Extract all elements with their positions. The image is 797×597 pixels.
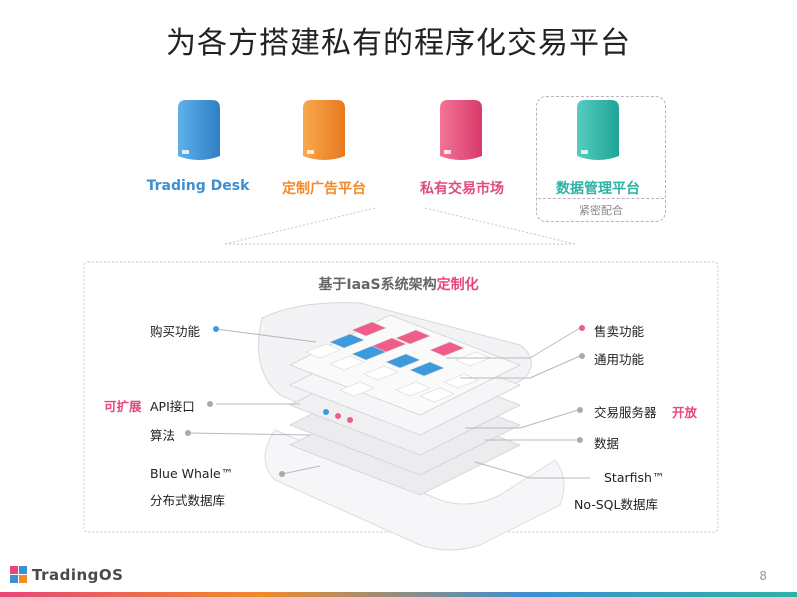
logo-icon: [10, 566, 27, 583]
sell-dot: [579, 325, 585, 331]
server-icon-teal: [577, 100, 619, 160]
label-sell: 售卖功能: [594, 324, 645, 339]
left-connectors: [189, 328, 321, 475]
footer-bar: [0, 592, 797, 597]
algo-dot: [185, 430, 191, 436]
label-bluewhale: Blue Whale™: [150, 466, 234, 481]
server-icon-orange: [303, 100, 345, 160]
section-title-highlight: 定制化: [436, 277, 479, 293]
label-bluewhale-db: 分布式数据库: [150, 493, 226, 508]
common-dot: [579, 353, 585, 359]
product-label-custom-ad: 定制广告平台: [282, 181, 366, 197]
dmp-note: 紧密配合: [579, 204, 623, 217]
product-label-private-market: 私有交易市场: [420, 181, 504, 197]
data-dot: [577, 437, 583, 443]
label-starfish: Starfish™: [604, 470, 665, 485]
label-buy: 购买功能: [150, 324, 201, 339]
label-starfish-db: No-SQL数据库: [574, 497, 658, 512]
page-title: 为各方搭建私有的程序化交易平台: [166, 26, 631, 61]
section-title-main: 基于IaaS系统架构: [318, 277, 437, 293]
product-label-trading-desk: Trading Desk: [146, 178, 250, 194]
server-dot: [577, 407, 583, 413]
label-api: API接口: [150, 399, 195, 414]
label-extendable: 可扩展: [104, 399, 142, 414]
dmp-divider: [538, 198, 664, 199]
label-common: 通用功能: [594, 352, 645, 367]
label-open: 开放: [672, 405, 698, 420]
page-number: 8: [759, 569, 767, 583]
platform-illustration: [258, 302, 565, 551]
product-label-dmp: 数据管理平台: [556, 181, 640, 197]
logo-text: TradingOS: [32, 566, 124, 584]
funnel-lines: [224, 207, 576, 245]
api-dot: [207, 401, 213, 407]
bluewhale-dot: [279, 471, 285, 477]
server-icon-pink: [440, 100, 482, 160]
buy-dot: [213, 326, 219, 332]
dmp-box: [536, 96, 666, 222]
label-data: 数据: [594, 436, 620, 451]
label-algo: 算法: [150, 428, 176, 443]
section-title: 基于IaaS系统架构定制化: [0, 274, 797, 294]
label-server: 交易服务器: [594, 405, 657, 420]
server-icon-blue: [178, 100, 220, 160]
right-connectors: [446, 327, 590, 479]
